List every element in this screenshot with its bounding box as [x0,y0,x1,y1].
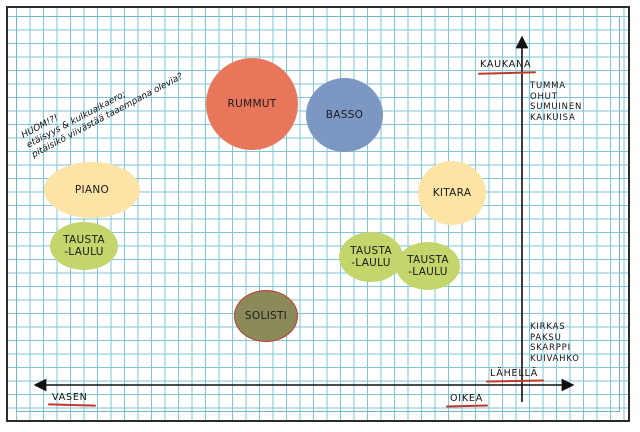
taustalaulu-right-label: TAUSTA -LAULU [407,254,449,278]
rummut-circle: RUMMUT [206,58,298,150]
far-desc-4: KAIKUISA [530,112,576,123]
grid-canvas: HUOM!?! etäisyys & kulkuaikaero; pitäisi… [6,6,630,422]
far-desc-3: SUMUINEN [530,102,583,113]
axes-layer [33,35,575,402]
solisti-circle: SOLISTI [234,290,298,342]
near-desc-1: KIRKAS [530,322,566,332]
near-desc-2: PAKSU [530,332,562,343]
left-label: VASEN [52,392,88,403]
far-label: KAUKANA [480,59,532,70]
rummut-label: RUMMUT [227,97,277,110]
basso-label: BASSO [325,108,364,121]
taustalaulu-center-label: TAUSTA -LAULU [350,245,392,269]
solisti-label: SOLISTI [244,309,288,322]
taustalaulu-left-line1: TAUSTA [63,233,105,246]
taustalaulu-center-line2: -LAULU [351,257,391,269]
taustalaulu-left-label: TAUSTA -LAULU [63,234,105,258]
grid-inner-border [16,16,620,412]
taustalaulu-left-line2: -LAULU [64,246,104,258]
far-desc-2: OHUT [530,91,558,102]
taustalaulu-left-ellipse: TAUSTA -LAULU [50,222,118,270]
right-label: OIKEA [450,393,484,404]
piano-label: PIANO [74,183,110,196]
kitara-circle: KITARA [418,161,486,225]
taustalaulu-right-line2: -LAULU [408,266,448,278]
far-desc-1: TUMMA [530,81,566,91]
taustalaulu-center-line1: TAUSTA [350,244,392,257]
near-label: LÄHELLÄ [490,368,539,379]
near-description: KIRKAS PAKSU SKARPPI KUIVAHKO [530,322,580,365]
taustalaulu-right-ellipse: TAUSTA -LAULU [396,242,460,290]
basso-circle: BASSO [306,78,383,152]
taustalaulu-right-line1: TAUSTA [407,253,449,266]
far-description: TUMMA OHUT SUMUINEN KAIKUISA [530,81,582,124]
piano-ellipse: PIANO [44,162,140,218]
near-desc-4: KUIVAHKO [530,353,580,364]
kitara-label: KITARA [432,186,472,199]
taustalaulu-center-ellipse: TAUSTA -LAULU [339,232,403,282]
near-desc-3: SKARPPI [530,343,571,354]
